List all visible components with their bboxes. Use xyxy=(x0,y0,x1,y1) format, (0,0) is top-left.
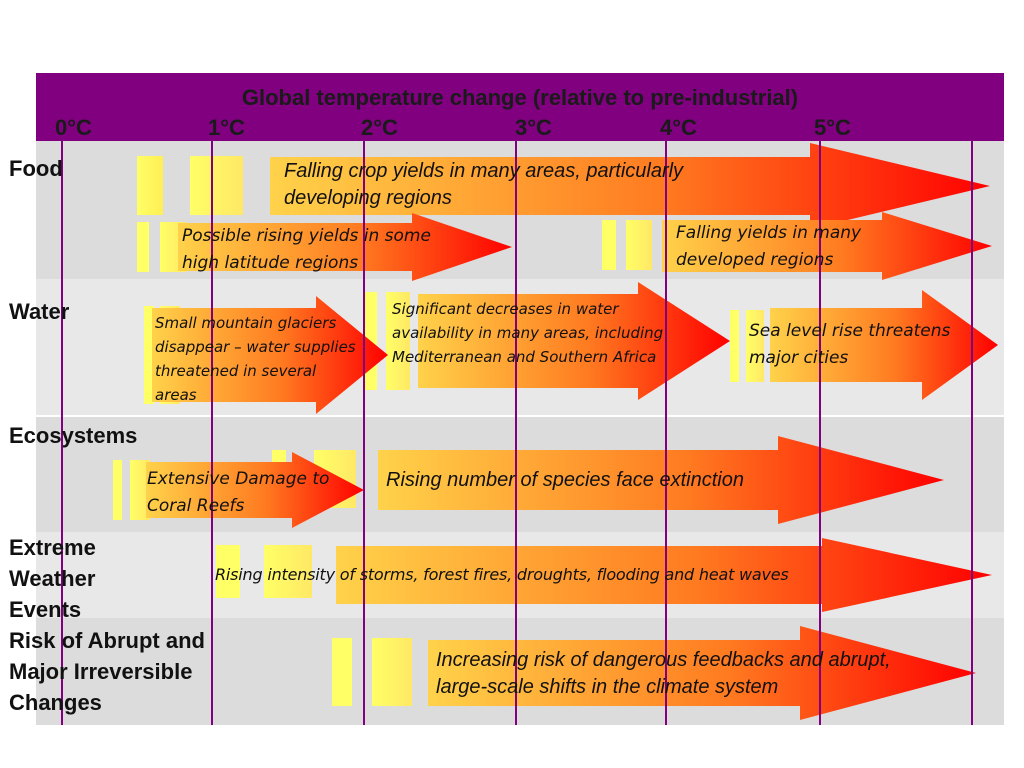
row-label-water: Water xyxy=(9,299,70,324)
arrow-abrupt-changes xyxy=(428,626,976,720)
temp-label-0: 0°C xyxy=(55,115,92,140)
header-title: Global temperature change (relative to p… xyxy=(241,85,799,110)
yellow-bar xyxy=(386,292,410,390)
yellow-bar xyxy=(602,220,616,270)
impact-text-falling-crop: Falling crop yields in many areas, parti… xyxy=(284,160,684,209)
arrow-falling-developed xyxy=(662,212,992,280)
yellow-bar xyxy=(372,638,412,706)
impact-text-water-decreases: Significant decreases in water availabil… xyxy=(392,300,664,366)
arrow-species-extinction xyxy=(378,436,944,524)
gridline-0c xyxy=(61,141,63,725)
temp-label-2: 2°C xyxy=(361,115,398,140)
row-label-abrupt-changes: Risk of Abrupt and Major Irreversible Ch… xyxy=(9,628,205,715)
yellow-bar xyxy=(137,156,163,215)
gridline-3c xyxy=(515,141,517,725)
impact-text-coral: Extensive Damage to Coral Reefs xyxy=(147,469,330,516)
yellow-bar xyxy=(746,310,764,382)
yellow-bar xyxy=(264,545,312,598)
arrow-rising-yields xyxy=(178,213,512,281)
arrow-coral-reefs xyxy=(146,452,364,528)
gridline-2c xyxy=(363,141,365,725)
row-label-extreme-weather: Extreme Weather Events xyxy=(9,535,96,622)
yellow-bar xyxy=(144,306,154,404)
row-label-food: Food xyxy=(9,156,63,181)
yellow-bar xyxy=(332,638,352,706)
arrow-storms xyxy=(336,538,992,612)
yellow-bar xyxy=(137,222,149,272)
yellow-bar xyxy=(216,545,240,598)
arrow-sea-level xyxy=(770,290,998,400)
gridline-5c xyxy=(819,141,821,725)
yellow-bar xyxy=(130,460,150,520)
header-bar: Global temperature change (relative to p… xyxy=(36,73,1004,141)
temp-label-3: 3°C xyxy=(515,115,552,140)
yellow-bar xyxy=(626,220,652,270)
impact-text-falling-developed: Falling yields in many developed regions xyxy=(676,223,862,270)
temp-label-5: 5°C xyxy=(814,115,851,140)
temp-label-1: 1°C xyxy=(208,115,245,140)
arrow-water-decreases xyxy=(418,282,730,400)
row-label-ecosystems: Ecosystems xyxy=(9,423,138,448)
impact-text-sea-level: Sea level rise threatens major cities xyxy=(749,321,951,368)
gridline-right xyxy=(971,141,973,725)
gridline-4c xyxy=(665,141,667,725)
yellow-bar xyxy=(190,156,243,215)
impact-text-glaciers: Small mountain glaciers disappear – wate… xyxy=(155,314,356,404)
yellow-bar xyxy=(113,460,122,520)
temp-label-4: 4°C xyxy=(660,115,697,140)
arrow-falling-crop-yields xyxy=(270,143,990,229)
gridline-1c xyxy=(211,141,213,725)
impact-text-storms: Rising intensity of storms, forest fires… xyxy=(215,565,789,584)
yellow-bar xyxy=(730,310,739,382)
impact-text-abrupt: Increasing risk of dangerous feedbacks a… xyxy=(436,649,891,698)
impact-text-rising-yields: Possible rising yields in some high lati… xyxy=(182,226,431,273)
impact-text-species: Rising number of species face extinction xyxy=(386,469,744,491)
